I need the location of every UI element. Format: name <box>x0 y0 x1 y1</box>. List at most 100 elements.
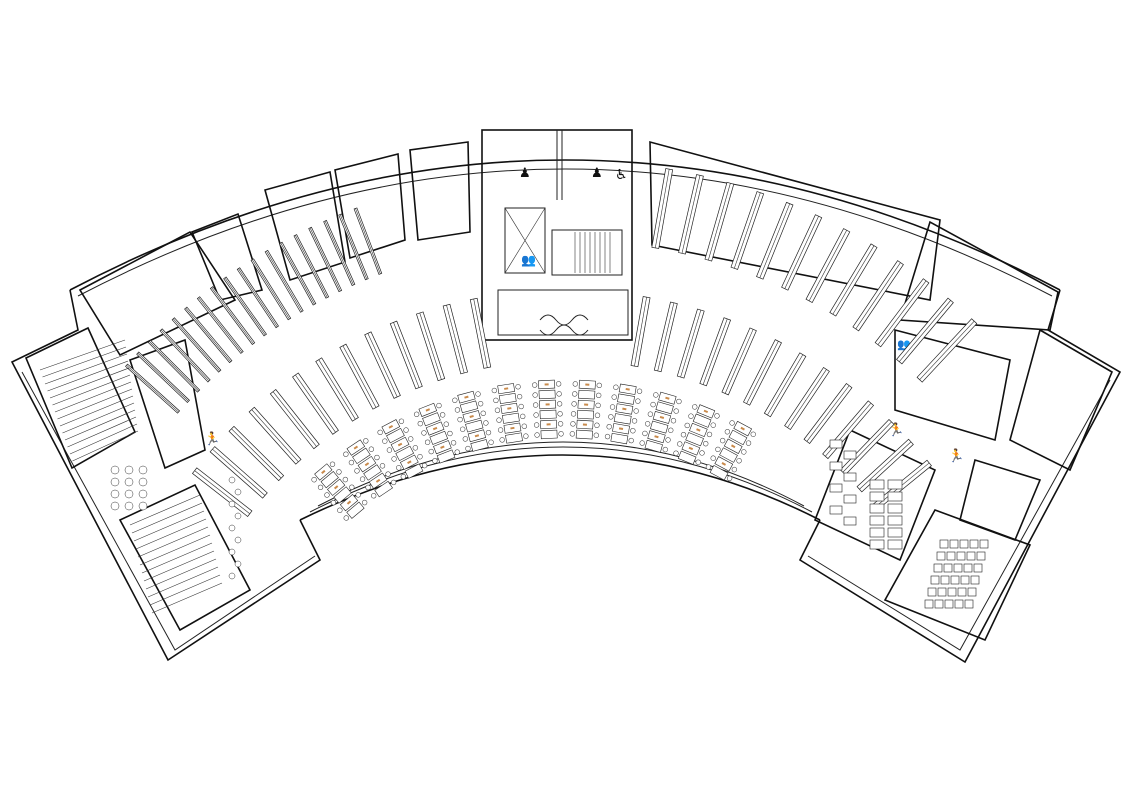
computer-seat <box>960 575 970 585</box>
chair <box>234 512 242 520</box>
round-table <box>124 501 134 511</box>
computer-seat <box>939 539 949 549</box>
chair <box>724 429 731 435</box>
reading-table <box>333 486 352 504</box>
chair <box>480 410 486 416</box>
shelf-divider <box>832 245 875 315</box>
shelf-divider <box>855 262 901 330</box>
chair <box>443 421 449 427</box>
reading-table <box>617 393 635 405</box>
shelf-divider <box>198 297 243 353</box>
chair <box>653 392 659 398</box>
chair <box>436 402 442 409</box>
right-wing-rooms <box>813 328 1114 642</box>
round-table <box>110 501 120 511</box>
chair <box>496 417 502 423</box>
study-desk <box>843 450 857 460</box>
shelf-divider <box>211 287 254 344</box>
shelf-divider <box>194 470 250 514</box>
table-lamp <box>407 460 412 465</box>
chair <box>613 384 619 390</box>
carrel-row <box>139 534 211 566</box>
chair <box>665 437 671 443</box>
shelf-divider <box>702 318 728 385</box>
table-lamp <box>469 414 474 418</box>
chair <box>421 462 428 469</box>
chair <box>750 431 756 437</box>
carrel-row <box>147 566 219 598</box>
chair <box>483 420 489 426</box>
shelf-divider <box>787 369 827 428</box>
reading-table <box>655 401 674 415</box>
computer-seat <box>954 599 964 609</box>
shelf-divider <box>734 192 761 269</box>
generated-furniture <box>39 168 989 614</box>
chair <box>400 474 406 480</box>
chair <box>348 459 355 466</box>
shelf-divider <box>759 203 791 278</box>
chair <box>558 431 564 437</box>
chair <box>494 407 501 413</box>
chair <box>695 459 701 465</box>
table-lamp <box>740 426 745 431</box>
computer-seat <box>946 551 956 561</box>
study-desk <box>829 439 843 449</box>
chair <box>354 468 360 474</box>
chair <box>462 436 468 442</box>
shelf-divider <box>919 320 975 380</box>
chair <box>608 414 614 420</box>
shelf-divider <box>680 309 702 378</box>
shelf-divider <box>251 409 299 463</box>
chair <box>228 524 236 532</box>
study-desk <box>887 539 903 550</box>
chair <box>228 572 236 580</box>
reading-table <box>578 389 596 400</box>
study-desk <box>829 505 843 515</box>
shelf-divider <box>355 208 381 274</box>
computer-seat <box>967 587 977 597</box>
table-lamp <box>464 395 469 399</box>
chair <box>488 439 494 445</box>
chair <box>343 515 349 521</box>
chair <box>684 422 690 429</box>
chair <box>408 436 414 442</box>
shelf-divider <box>224 277 266 336</box>
study-desk <box>887 479 903 490</box>
table-lamp <box>346 500 352 505</box>
carrel-row <box>44 353 128 385</box>
carrel-row <box>72 430 139 462</box>
person-icon: ♟ <box>591 166 603 181</box>
table-lamp <box>388 424 394 429</box>
reading-table <box>538 389 556 400</box>
chair <box>382 438 388 444</box>
reading-table <box>498 392 517 405</box>
chair <box>639 440 645 446</box>
shelf-divider <box>231 428 282 479</box>
chair <box>439 412 446 418</box>
chair <box>571 401 577 407</box>
chair <box>518 403 524 410</box>
chair <box>457 416 463 423</box>
table-lamp <box>353 445 359 450</box>
chair <box>729 420 735 426</box>
central-core <box>481 129 633 341</box>
chair <box>534 432 540 438</box>
shelf-divider <box>767 354 804 416</box>
computer-seat <box>963 563 973 573</box>
chair <box>228 476 236 484</box>
chair <box>710 455 716 461</box>
round-table <box>124 465 134 475</box>
chair <box>424 439 431 445</box>
shelf-divider <box>724 329 754 394</box>
chair <box>491 387 497 394</box>
table-lamp <box>510 426 515 430</box>
chair <box>556 391 562 397</box>
chair <box>454 449 460 455</box>
computer-seat <box>930 575 940 585</box>
table-lamp <box>585 383 590 386</box>
carrel-row <box>131 502 203 534</box>
chair <box>460 426 466 432</box>
reading-table <box>539 409 557 420</box>
computer-seat <box>966 551 976 561</box>
shelf-divider <box>126 364 179 413</box>
